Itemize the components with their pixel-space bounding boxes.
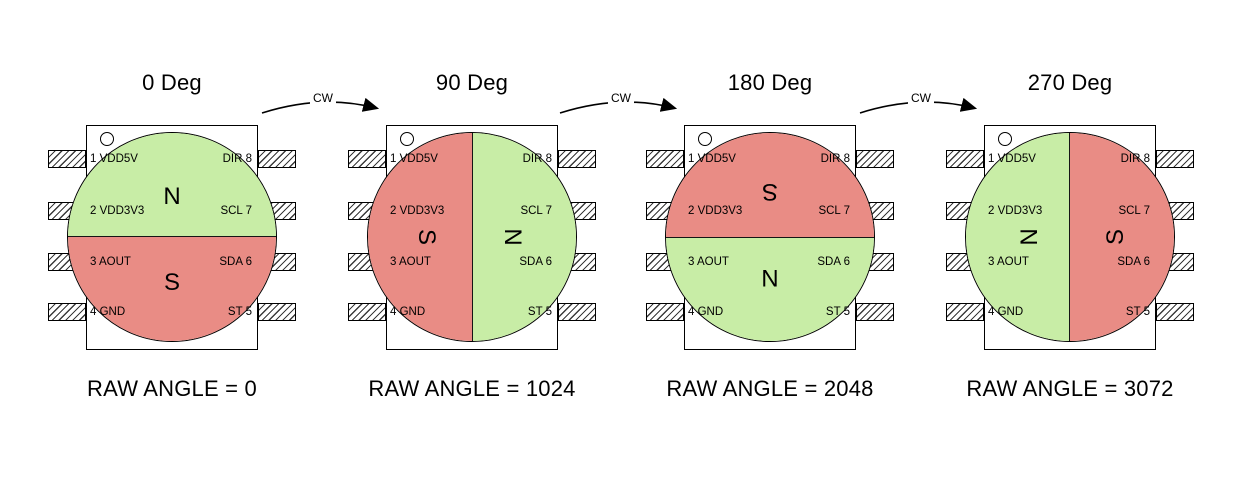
raw-angle-label: RAW ANGLE = 0 [87,376,257,401]
pin-label-gnd: 4 GND [988,306,1024,318]
south-pole-label: S [1102,228,1129,246]
panel-title: 270 Deg [1027,70,1113,95]
pin-label-vdd3v3: 2 VDD3V3 [90,205,145,217]
pin-label-sda: SDA 6 [817,256,850,268]
panel-title: 90 Deg [435,70,509,95]
pin-label-aout: 3 AOUT [390,256,431,268]
north-pole-label: N [163,183,181,210]
pin-label-aout: 3 AOUT [688,256,729,268]
pin-label-vdd5v: 1 VDD5V [390,153,438,165]
pin-label-sda: SDA 6 [519,256,552,268]
pin-label-sda: SDA 6 [219,256,252,268]
pin-label-dir: DIR 8 [522,153,552,165]
sensor-stage: N S 1 VDD5V 2 VDD3V3 3 AOUT 4 GND DIR 8 … [620,125,920,357]
cw-rotation-arrow: CW [856,88,986,122]
pin-label-vdd5v: 1 VDD5V [688,153,736,165]
magnet-south-half [68,237,276,341]
south-pole-label: S [413,228,440,246]
cw-label: CW [608,92,634,105]
pin-label-scl: SCL 7 [220,205,252,217]
pin-label-st: ST 5 [527,306,552,318]
pin-label-vdd5v: 1 VDD5V [988,153,1036,165]
north-pole-label: N [499,228,526,246]
south-pole-label: S [163,269,181,296]
pin-label-st: ST 5 [1125,306,1150,318]
raw-angle-label: RAW ANGLE = 1024 [368,376,576,401]
pin-label-aout: 3 AOUT [90,256,131,268]
pin-label-gnd: 4 GND [688,306,724,318]
cw-label: CW [310,92,336,105]
rotation-panel: 0 Deg N S 1 VDD5V [22,0,322,480]
pin-label-dir: DIR 8 [820,153,850,165]
pin-label-gnd: 4 GND [90,306,126,318]
pin-label-st: ST 5 [227,306,252,318]
magnet-north-half [68,133,276,237]
pin-label-sda: SDA 6 [1117,256,1150,268]
panel-title: 180 Deg [727,70,813,95]
south-pole-label: S [761,178,779,205]
cw-label: CW [908,92,934,105]
pin-label-gnd: 4 GND [390,306,426,318]
cw-rotation-arrow: CW [258,88,388,122]
panel-title: 0 Deg [142,70,202,95]
raw-angle-label: RAW ANGLE = 3072 [966,376,1174,401]
rotation-panel: 90 Deg N S 1 VDD5V [322,0,622,480]
pin-label-dir: DIR 8 [222,153,252,165]
pin-label-aout: 3 AOUT [988,256,1029,268]
sensor-stage: N S 1 VDD5V 2 VDD3V3 3 AOUT 4 GND DIR 8 … [920,125,1220,357]
pin-label-scl: SCL 7 [1118,205,1150,217]
pin-label-vdd3v3: 2 VDD3V3 [390,205,445,217]
pin-label-dir: DIR 8 [1120,153,1150,165]
cw-rotation-arrow: CW [556,88,686,122]
raw-angle-label: RAW ANGLE = 2048 [666,376,874,401]
north-pole-label: N [1016,228,1043,246]
sensor-stage: N S 1 VDD5V 2 VDD3V3 3 AOUT 4 GND DIR 8 … [322,125,622,357]
sensor-stage: N S 1 VDD5V 2 VDD3V3 3 AOUT 4 GND DIR 8 … [22,125,322,357]
pin-label-vdd5v: 1 VDD5V [90,153,138,165]
pin-label-scl: SCL 7 [520,205,552,217]
pin-label-scl: SCL 7 [818,205,850,217]
diametric-magnet: N S [67,132,277,342]
pin-label-vdd3v3: 2 VDD3V3 [988,205,1043,217]
rotation-panel: 180 Deg N S 1 VDD5V [620,0,920,480]
pin-label-st: ST 5 [825,306,850,318]
pin-label-vdd3v3: 2 VDD3V3 [688,205,743,217]
north-pole-label: N [761,264,779,291]
rotation-panel: 270 Deg N S 1 VDD5V [920,0,1220,480]
